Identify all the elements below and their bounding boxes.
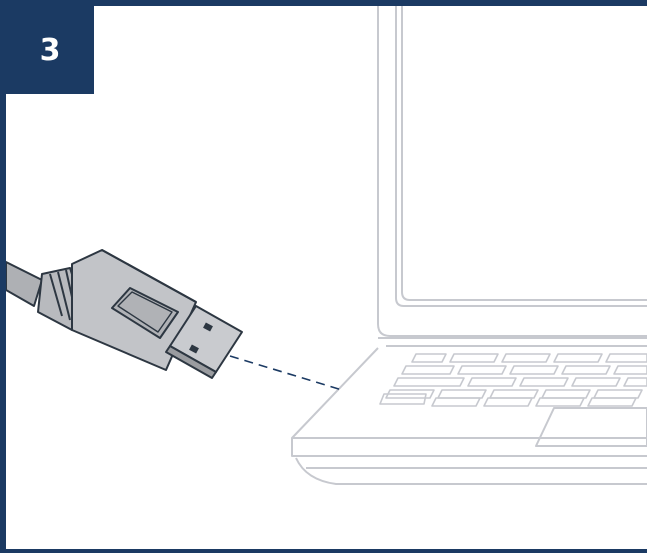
usb-cable-icon: [6, 250, 242, 378]
laptop-lid-outer: [378, 6, 647, 336]
laptop-icon: [292, 6, 647, 484]
laptop-keyboard: [380, 354, 647, 406]
usb-cable-cord: [6, 262, 42, 306]
laptop-screen-inner-2: [402, 6, 647, 300]
step-number-badge: 3: [6, 6, 94, 94]
laptop-trackpad: [536, 408, 647, 446]
usb-connection-illustration: [6, 6, 647, 549]
connection-dashed-line: [230, 356, 342, 390]
laptop-screen-inner: [396, 6, 647, 306]
laptop-base: [296, 458, 647, 484]
